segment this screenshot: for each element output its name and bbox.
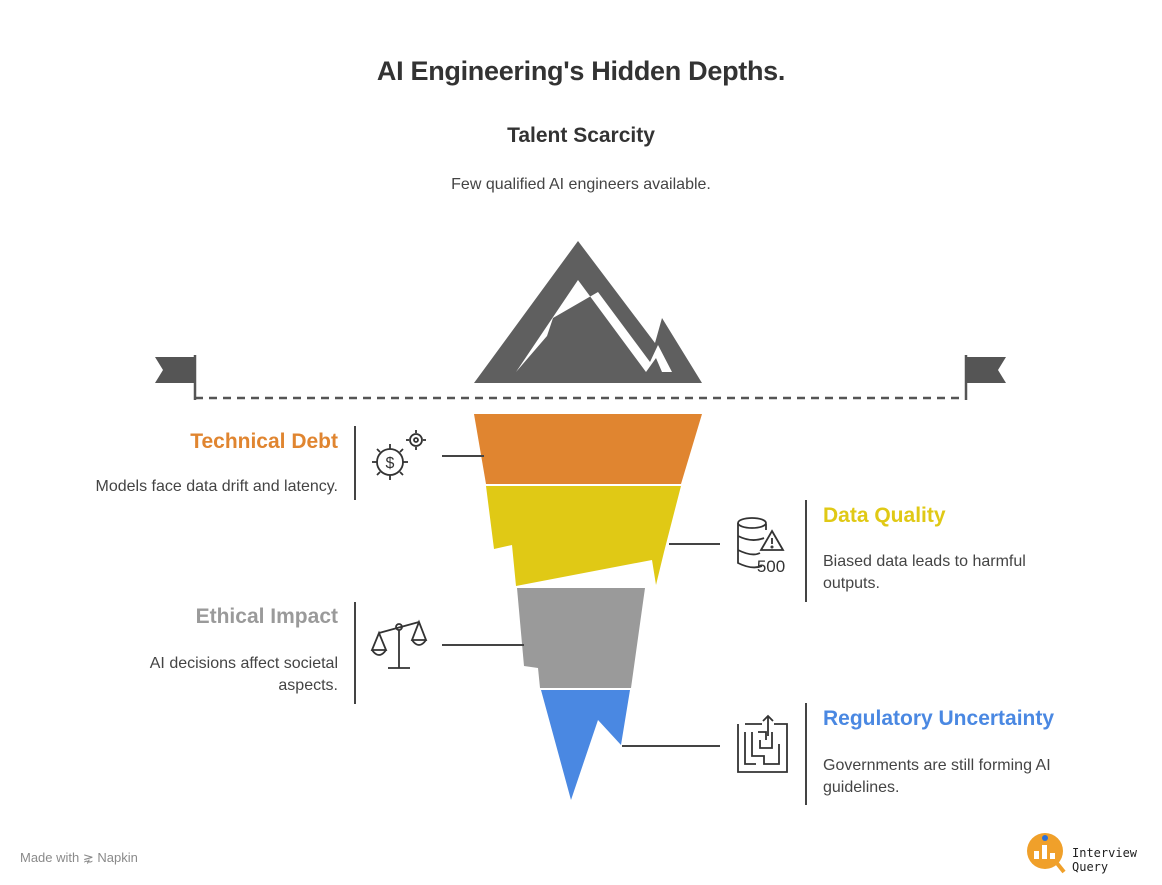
peak-outer	[474, 241, 702, 383]
peak-description: Few qualified AI engineers available.	[451, 176, 711, 193]
maze-icon	[737, 714, 788, 773]
peak-label: Talent Scarcity	[507, 124, 655, 147]
right-flag-icon	[966, 357, 1006, 383]
left-flag-icon	[155, 357, 195, 383]
data-quality-description: Biased data leads to harmful outputs.	[823, 553, 1026, 592]
iceberg-peak	[474, 241, 702, 383]
regulatory-uncertainty-description: Governments are still forming AI guideli…	[823, 757, 1051, 796]
ethical-impact-description: AI decisions affect societal aspects.	[149, 655, 338, 694]
technical-debt-description: Models face data drift and latency.	[95, 478, 338, 495]
dollar-glyph: $	[386, 455, 395, 472]
layer-data-quality	[486, 486, 681, 586]
ethical-impact-label: Ethical Impact	[195, 605, 338, 628]
balance-scale-icon	[370, 619, 428, 669]
regulatory-uncertainty-label: Regulatory Uncertainty	[823, 707, 1055, 730]
database-icon-text: 500	[757, 557, 785, 576]
technical-debt-label: Technical Debt	[190, 430, 338, 453]
gear-dollar-icon	[372, 430, 426, 480]
page-title: AI Engineering's Hidden Depths.	[376, 56, 786, 86]
layer-technical-debt	[474, 414, 702, 484]
peak-inner	[516, 280, 672, 372]
waterline	[155, 355, 1006, 400]
interview-query-logo-icon	[1027, 833, 1066, 874]
connectors	[354, 426, 807, 805]
data-quality-label: Data Quality	[823, 504, 946, 527]
layer-ethical-impact	[517, 588, 645, 688]
made-with-napkin[interactable]: Made with ⋧ Napkin	[20, 850, 138, 865]
layer-regulatory-uncertainty	[541, 690, 630, 800]
iceberg-layers	[474, 414, 702, 800]
interview-query-brand[interactable]: Interview Query	[1072, 846, 1138, 874]
database-warning-icon	[737, 517, 785, 569]
